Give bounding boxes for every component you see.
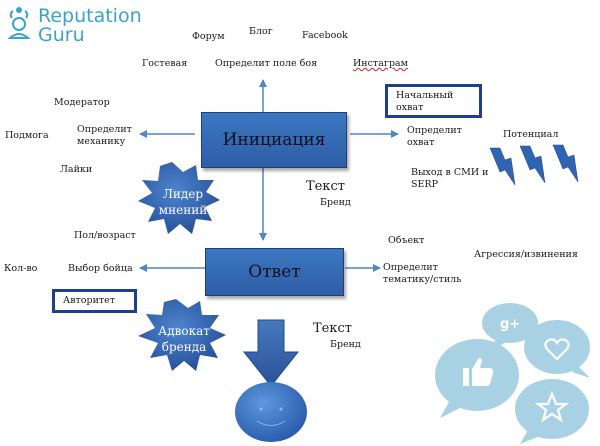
leader-label: Лидер мнений — [152, 186, 214, 218]
advocate-burst — [138, 299, 226, 371]
smiley-ball — [235, 382, 307, 442]
label-brand-1: Бренд — [320, 197, 351, 208]
initiation-label: Инициация — [222, 130, 326, 150]
label-choose-fighter: Выбор бойца — [68, 263, 133, 274]
leader-line-2: мнений — [158, 203, 208, 217]
lightning-bolt — [552, 144, 579, 183]
label-media-serp: Выход в СМИ и SERP — [411, 167, 489, 190]
label-brand-2: Бренд — [330, 339, 361, 350]
star-icon — [534, 391, 570, 423]
label-likes: Лайки — [60, 164, 93, 175]
label-forum: Форум — [192, 31, 225, 42]
label-moderator: Модератор — [54, 97, 110, 108]
label-define-theme: Определит тематику/стиль — [383, 262, 462, 285]
label-define-field: Определит поле боя — [215, 58, 318, 69]
label-facebook: Facebook — [302, 30, 348, 41]
label-instagram: Инстаграм — [353, 58, 408, 69]
label-gender-age: Пол/возраст — [74, 230, 136, 241]
label-text-1: Текст — [306, 179, 345, 194]
thumbs-up-icon — [463, 357, 494, 386]
lightning-bolt — [489, 147, 516, 186]
leader-burst — [138, 162, 220, 234]
label-blog: Блог — [249, 26, 273, 37]
lightning-bolt — [519, 145, 546, 184]
big-down-arrow — [242, 319, 300, 387]
authority-box[interactable]: Авторитет — [52, 289, 137, 313]
authority-label: Авторитет — [63, 295, 116, 306]
logo-text-guru: Guru — [38, 24, 85, 46]
advocate-line-1: Адвокат — [158, 324, 210, 338]
label-define-mechanics: Определит механику — [77, 124, 132, 147]
label-guestbook: Гостевая — [142, 58, 188, 69]
logo-text-reputation: Reputation — [38, 5, 142, 27]
answer-label: Ответ — [248, 262, 301, 282]
answer-box[interactable]: Ответ — [205, 248, 344, 296]
label-define-reach: Определит охват — [407, 125, 462, 148]
heart-icon — [544, 338, 570, 361]
label-count: Кол-во — [4, 263, 38, 274]
label-object: Объект — [388, 235, 425, 246]
initial-reach-box[interactable]: Начальный охват — [385, 84, 482, 118]
advocate-line-2: бренда — [161, 340, 207, 354]
initial-reach-label: Начальный охват — [396, 90, 454, 113]
google-plus-icon: g+ — [500, 317, 520, 332]
label-potential: Потенциал — [503, 129, 559, 140]
label-aggression: Агрессия/извинения — [474, 249, 578, 260]
initiation-box[interactable]: Инициация — [201, 112, 347, 168]
label-podmoga: Подмога — [5, 130, 49, 141]
leader-line-1: Лидер — [162, 187, 204, 201]
advocate-label: Адвокат бренда — [152, 323, 216, 355]
label-text-2: Текст — [313, 321, 352, 336]
